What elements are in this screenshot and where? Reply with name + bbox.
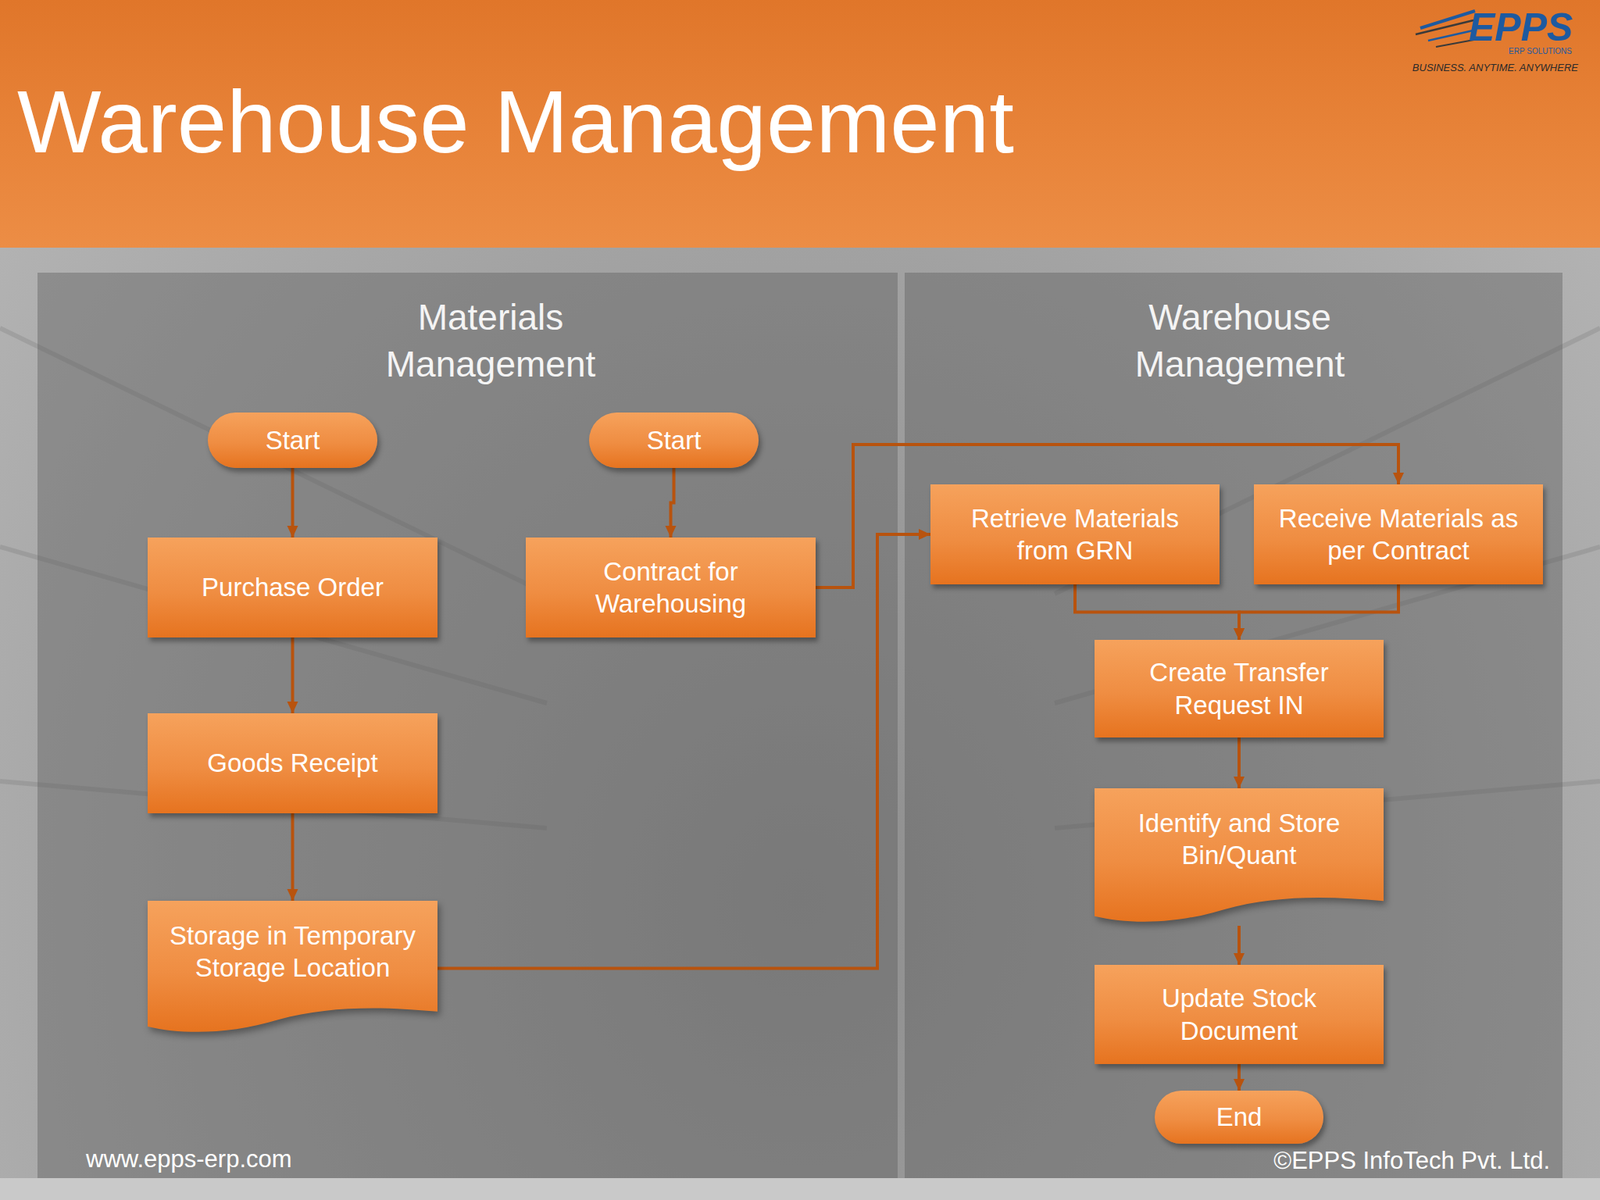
logo-text: EPPS bbox=[1468, 4, 1573, 50]
website-footer: www.epps-erp.com bbox=[85, 1145, 293, 1174]
process-box: Receive Materials as per Contract bbox=[1253, 484, 1543, 585]
flow-arrow bbox=[1075, 584, 1240, 640]
flow-arrow bbox=[437, 534, 931, 969]
slide-title: Warehouse Management bbox=[17, 70, 1015, 173]
swimlane-panel: Materials ManagementStart StartPurchase O… bbox=[37, 272, 898, 1179]
box-label: Identify and Store Bin/Quant bbox=[1110, 807, 1368, 872]
box-label: Purchase Order bbox=[201, 571, 384, 604]
flow-arrow bbox=[291, 813, 295, 901]
flow-arrow bbox=[1237, 925, 1241, 965]
flow-arrow bbox=[1237, 1064, 1241, 1091]
box-label: Retrieve Materials from GRN bbox=[946, 502, 1204, 568]
box-label: Start bbox=[265, 424, 321, 457]
logo-tagline: BUSINESS. ANYTIME. ANYWHERE bbox=[1412, 61, 1579, 74]
box-label: Update Stock Document bbox=[1110, 982, 1368, 1047]
box-label: Receive Materials as per Contract bbox=[1269, 502, 1528, 568]
box-label: End bbox=[1216, 1100, 1263, 1133]
flow-arrow bbox=[671, 467, 675, 538]
flow-arrow bbox=[815, 444, 1399, 588]
terminal-pill: End bbox=[1154, 1090, 1324, 1144]
process-box: Purchase Order bbox=[147, 537, 438, 638]
flow-arrow bbox=[291, 637, 295, 714]
process-box: Update Stock Document bbox=[1094, 964, 1384, 1065]
process-box: Contract for Warehousing bbox=[525, 537, 816, 638]
box-label: Create Transfer Request IN bbox=[1110, 656, 1368, 722]
box-label: Start bbox=[646, 424, 702, 457]
box-label: Contract for Warehousing bbox=[541, 555, 800, 621]
process-box: Retrieve Materials from GRN bbox=[930, 484, 1220, 585]
flow-arrow bbox=[1237, 737, 1241, 789]
copyright-footer: ©EPPS InfoTech Pvt. Ltd. bbox=[1273, 1146, 1550, 1175]
logo-subtext: ERP SOLUTIONS bbox=[1508, 46, 1572, 56]
lane-heading: Warehouse Management bbox=[1075, 294, 1404, 389]
box-label: Goods Receipt bbox=[207, 746, 378, 779]
terminal-pill: Start bbox=[207, 412, 378, 468]
terminal-pill: Start bbox=[589, 412, 759, 468]
flow-arrow bbox=[1239, 584, 1399, 640]
process-box: Goods Receipt bbox=[147, 713, 438, 814]
box-label: Storage in Temporary Storage Location bbox=[163, 919, 422, 985]
document-box: Storage in Temporary Storage Location bbox=[147, 900, 438, 1036]
document-box: Identify and Store Bin/Quant bbox=[1094, 788, 1384, 926]
swimlane-panel: Warehouse ManagementRetrieve Materials f… bbox=[904, 272, 1563, 1179]
process-box: Create Transfer Request IN bbox=[1094, 639, 1384, 738]
lane-heading: Materials Management bbox=[326, 294, 655, 389]
flow-arrow bbox=[291, 467, 295, 538]
